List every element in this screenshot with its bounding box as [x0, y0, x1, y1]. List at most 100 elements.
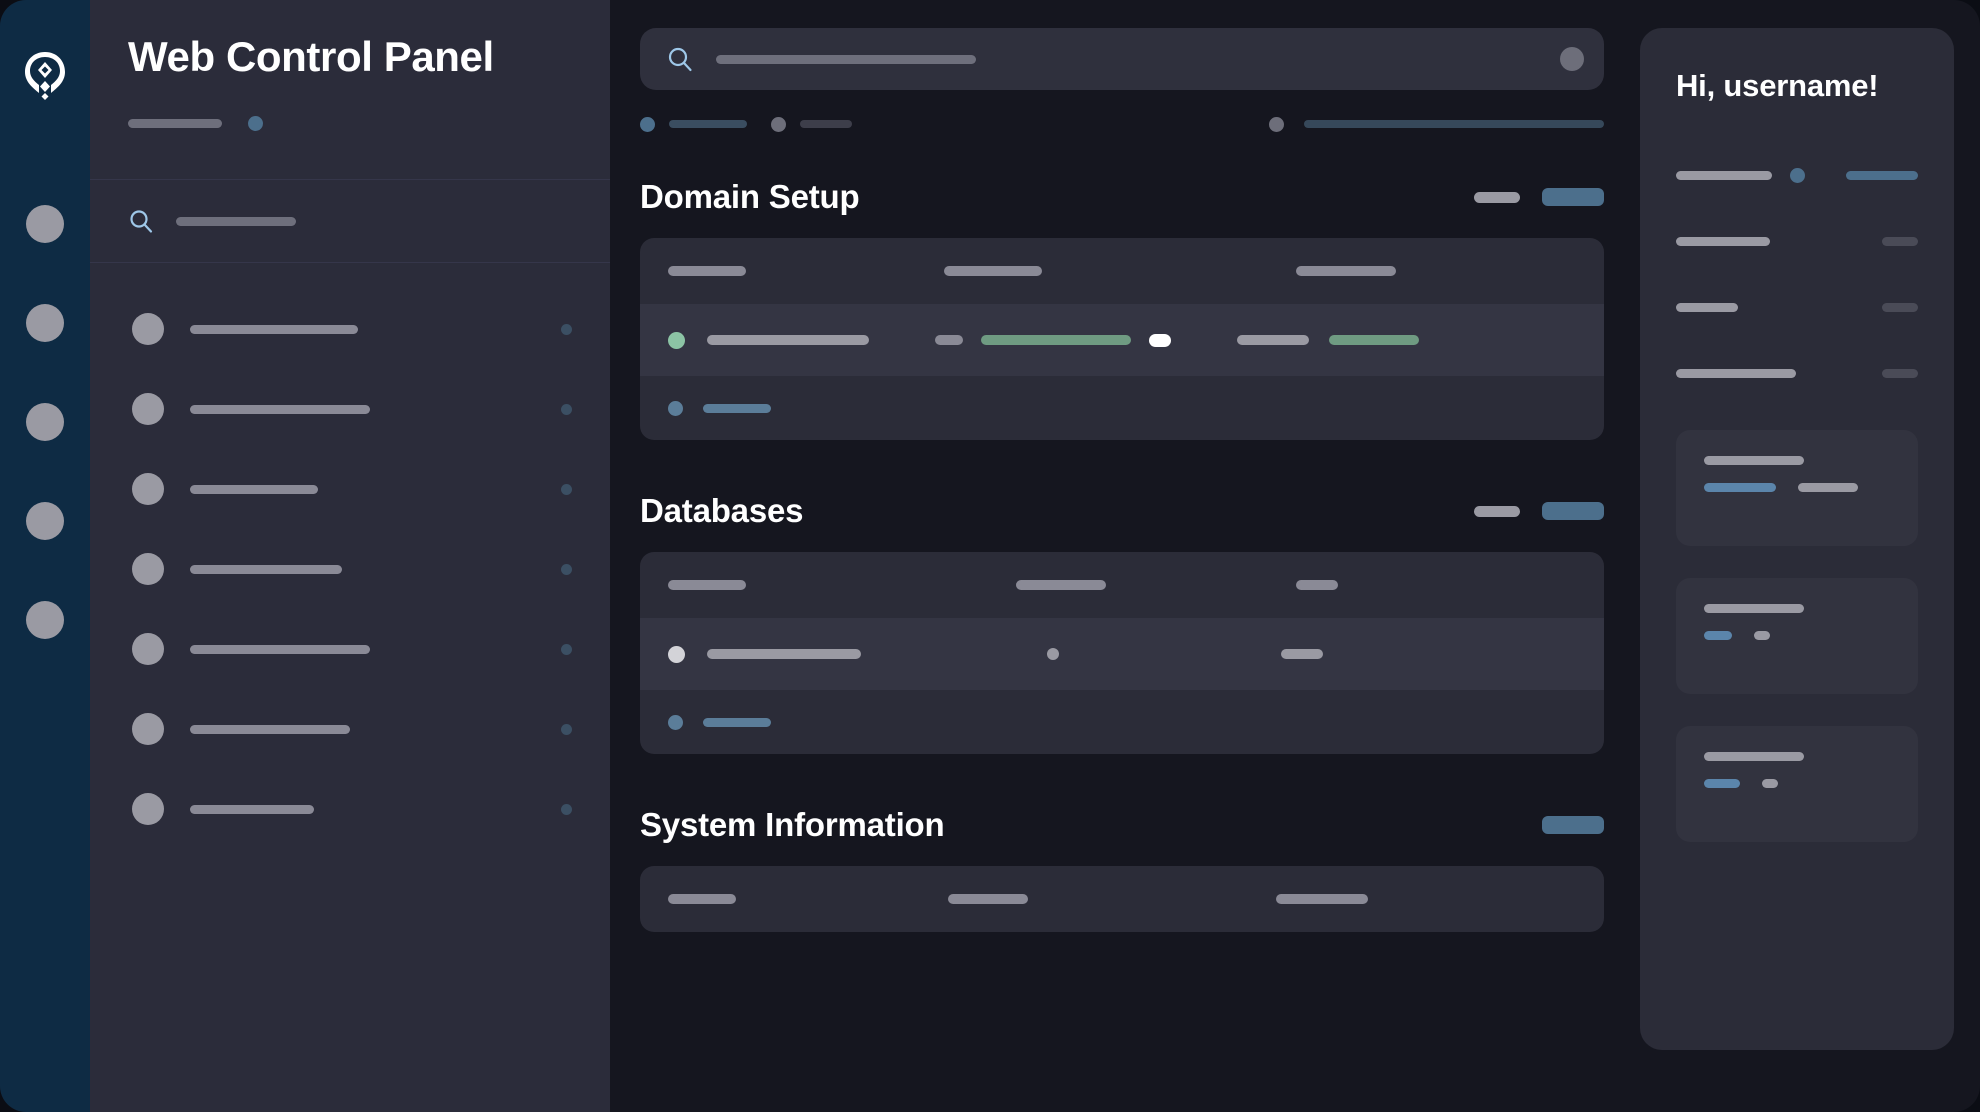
column-header-3[interactable] [1296, 266, 1396, 276]
mini-card-1[interactable] [1676, 430, 1918, 546]
sidebar-item-2[interactable] [90, 369, 610, 449]
breadcrumb-right-dot[interactable] [1269, 116, 1284, 132]
sidebar-item-4[interactable] [90, 529, 610, 609]
system-information-card [640, 866, 1604, 932]
account-card: Hi, username! [1640, 28, 1954, 1050]
rail-icon-1[interactable] [26, 205, 64, 243]
mini-card-2[interactable] [1676, 578, 1918, 694]
sidebar-item-label [190, 564, 342, 574]
hestia-logo-icon[interactable] [17, 46, 73, 102]
sidebar-item-label [190, 724, 350, 734]
mini-card-title [1704, 752, 1804, 761]
column-header-1[interactable] [668, 894, 736, 904]
stat-left-group [1676, 236, 1770, 246]
status-indicator [668, 645, 685, 663]
breadcrumb-label-2[interactable] [800, 120, 852, 128]
title-meta-dot [248, 116, 263, 132]
mini-card-primary-value [1704, 631, 1732, 640]
breadcrumb-label-1[interactable] [669, 120, 747, 128]
mini-card-meta [1704, 631, 1890, 640]
mini-card-meta [1704, 779, 1890, 788]
stat-row-1[interactable] [1676, 142, 1918, 208]
sidebar-item-6[interactable] [90, 689, 610, 769]
breadcrumb-right-bar[interactable] [1304, 120, 1604, 128]
stat-label [1676, 170, 1772, 180]
secondary-action-button[interactable] [1474, 191, 1520, 203]
section-actions [1542, 816, 1604, 834]
stat-row-3[interactable] [1676, 274, 1918, 340]
user-avatar[interactable] [1560, 47, 1584, 71]
primary-action-button[interactable] [1542, 816, 1604, 834]
row-value [1237, 335, 1309, 345]
row-toggle[interactable] [1149, 333, 1171, 347]
global-search-input[interactable] [716, 54, 976, 64]
card-footer[interactable] [640, 690, 1604, 754]
mini-card-primary-value [1704, 483, 1776, 492]
search-icon [130, 210, 153, 233]
card-footer[interactable] [640, 376, 1604, 440]
stat-value [1846, 170, 1918, 180]
stat-right-group [1846, 170, 1918, 180]
column-header-2[interactable] [1016, 580, 1106, 590]
section-title: System Information [640, 806, 945, 843]
mini-card-secondary-value [1798, 483, 1858, 492]
main-content: Domain Setup [610, 0, 1640, 1112]
row-value [1281, 649, 1323, 659]
footer-icon [668, 400, 683, 416]
rail-icon-2[interactable] [26, 304, 64, 342]
primary-action-button[interactable] [1542, 188, 1604, 206]
section-actions [1474, 188, 1604, 206]
table-header-row [640, 552, 1604, 618]
table-row[interactable] [640, 618, 1604, 690]
mini-card-meta [1704, 483, 1890, 492]
page-title: Web Control Panel [128, 33, 494, 80]
secondary-action-button[interactable] [1474, 505, 1520, 517]
sidebar-item-1[interactable] [90, 289, 610, 369]
greeting-title: Hi, username! [1676, 68, 1879, 103]
stat-label [1676, 368, 1796, 378]
row-tag [935, 335, 963, 345]
sidebar-item-5[interactable] [90, 609, 610, 689]
sidebar-item-3[interactable] [90, 449, 610, 529]
column-header-1[interactable] [668, 580, 746, 590]
row-accent-value [1329, 335, 1419, 345]
rail-icon-5[interactable] [26, 601, 64, 639]
search-input[interactable] [176, 216, 296, 226]
column-header-3[interactable] [1276, 894, 1368, 904]
databases-card [640, 552, 1604, 754]
rail-icon-4[interactable] [26, 502, 64, 540]
stat-value [1882, 236, 1918, 246]
sidebar-item-icon [132, 713, 164, 745]
mini-card-title [1704, 604, 1804, 613]
table-row[interactable] [640, 304, 1604, 376]
column-header-2[interactable] [944, 266, 1042, 276]
stat-row-2[interactable] [1676, 208, 1918, 274]
rail-icon-3[interactable] [26, 403, 64, 441]
primary-action-button[interactable] [1542, 502, 1604, 520]
section-header-databases: Databases [640, 488, 1604, 534]
domain-setup-card [640, 238, 1604, 440]
breadcrumb-dot-1[interactable] [640, 116, 655, 132]
column-header-2[interactable] [948, 894, 1028, 904]
section-title: Domain Setup [640, 178, 860, 215]
table-header-row [640, 238, 1604, 304]
sidebar-item-label [190, 404, 370, 414]
stat-row-4[interactable] [1676, 340, 1918, 406]
sidebar-item-status-dot [561, 643, 572, 655]
sidebar-item-7[interactable] [90, 769, 610, 849]
footer-icon [668, 714, 683, 730]
sidebar-item-icon [132, 393, 164, 425]
right-panel: Hi, username! [1640, 0, 1980, 1112]
stat-value [1882, 368, 1918, 378]
column-header-3[interactable] [1296, 580, 1338, 590]
section-actions [1474, 502, 1604, 520]
sidebar-search[interactable] [90, 180, 610, 263]
stat-value [1882, 302, 1918, 312]
global-search-bar[interactable] [640, 28, 1604, 90]
breadcrumb-dot-2[interactable] [771, 116, 786, 132]
sidebar-header: Web Control Panel [90, 0, 610, 180]
column-header-1[interactable] [668, 266, 746, 276]
sidebar-item-status-dot [561, 483, 572, 495]
mini-card-3[interactable] [1676, 726, 1918, 842]
